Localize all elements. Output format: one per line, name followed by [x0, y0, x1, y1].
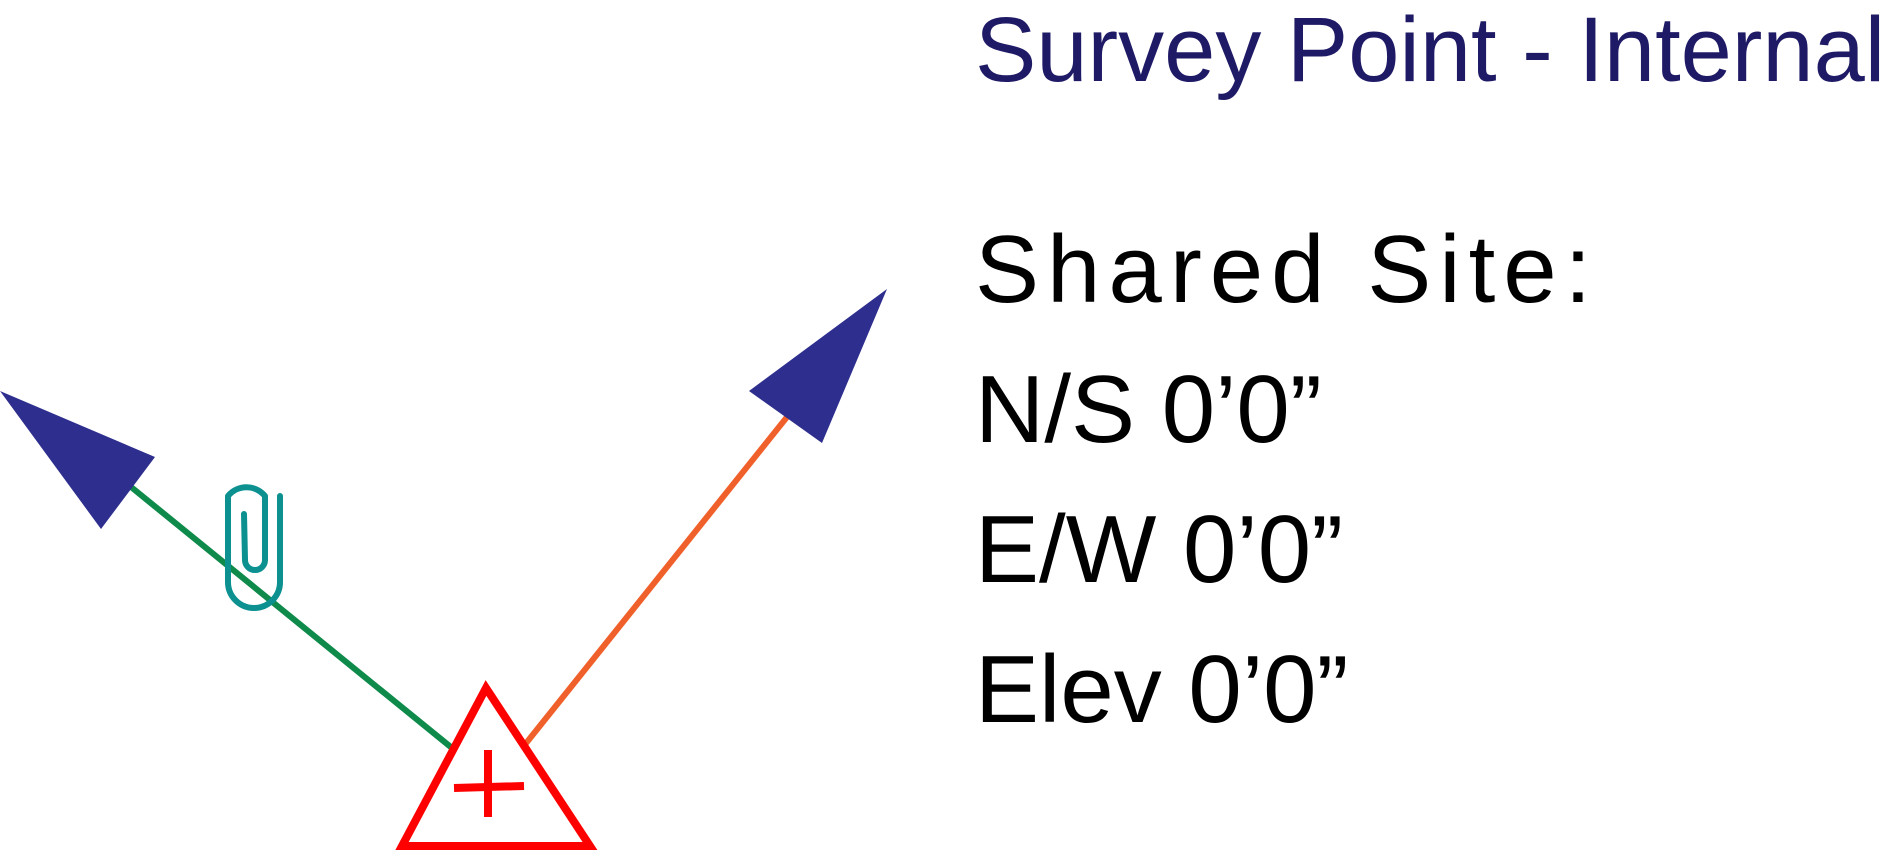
survey-point-triangle-icon: [395, 680, 598, 850]
elevation-value: Elev 0’0”: [975, 636, 1349, 743]
right-axis-line: [520, 405, 798, 749]
left-axis-line: [118, 475, 454, 751]
north-south-value: N/S 0’0”: [975, 356, 1322, 463]
shared-site-label: Shared Site:: [975, 216, 1600, 323]
left-arrowhead: [0, 391, 155, 529]
east-west-value: E/W 0’0”: [975, 496, 1344, 603]
page-title: Survey Point - Internal: [975, 0, 1886, 101]
paperclip-icon: [225, 484, 283, 611]
right-arrowhead: [749, 289, 887, 443]
